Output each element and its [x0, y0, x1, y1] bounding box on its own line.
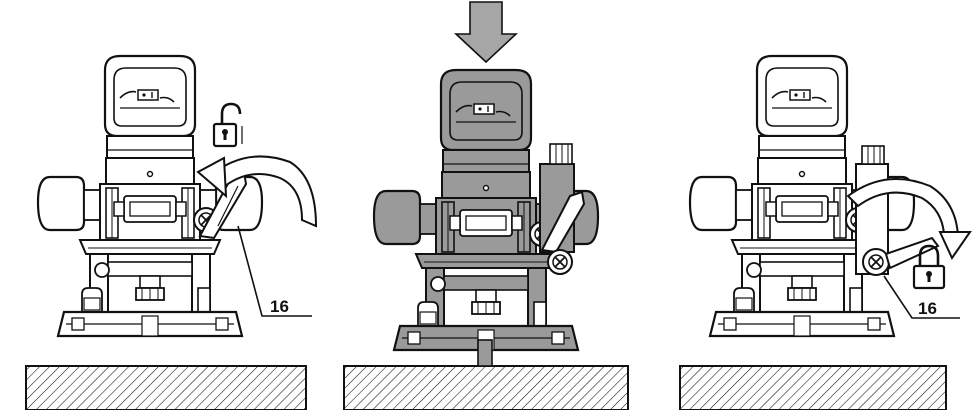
panel-release: 16 [25, 54, 318, 410]
panel-plunge [343, 1, 629, 410]
callout-label: 16 [918, 299, 937, 318]
down-arrow-icon [453, 1, 519, 64]
callout-label: 16 [270, 297, 289, 316]
curved-arrow-icon [208, 155, 318, 228]
panel-lock: 16 [679, 54, 972, 410]
workpiece [343, 365, 629, 410]
padlock-open-icon [212, 102, 243, 148]
workpiece [25, 365, 307, 410]
workpiece [679, 365, 947, 410]
padlock-closed-icon [912, 244, 946, 290]
